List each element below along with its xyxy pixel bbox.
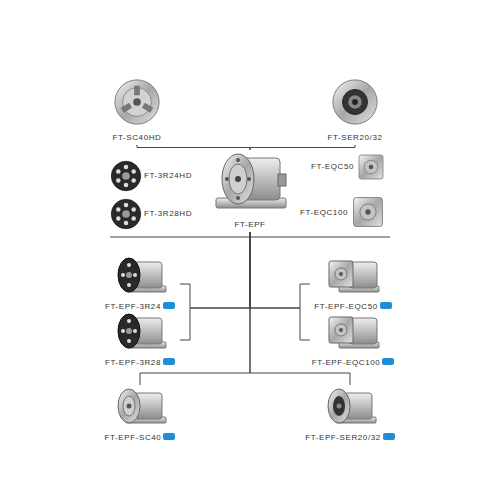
product-code: FT-EQC100 [300, 208, 348, 218]
product-code: FT-EPF-SER20/32 [305, 433, 381, 443]
product-code: FT-3R28HD [144, 209, 192, 219]
combination-box: FT-EPF-SC40 [95, 385, 185, 445]
new-badge [163, 433, 175, 440]
accessory-box: FT-3R28HD [108, 196, 203, 232]
product-code: FT-EPF-EQC50 [314, 302, 378, 312]
product-code: FT-EPF [234, 220, 265, 230]
combo-picture [118, 389, 166, 423]
combo-picture [118, 258, 166, 292]
combo-picture [118, 314, 166, 348]
pallet-picture [111, 161, 140, 190]
holder-picture [354, 198, 383, 227]
combination-box: FT-EPF-3R24 [100, 254, 180, 314]
product-code: FT-EPF-3R24 [105, 302, 161, 312]
product-code: FT-EPF-EQC100 [312, 358, 381, 368]
product-code: FT-SC40HD [113, 133, 162, 143]
product-code: FT-3R24HD [144, 171, 192, 181]
combination-box: FT-EPF-3R28 [100, 310, 180, 370]
chuck-picture [115, 80, 159, 124]
new-badge [382, 358, 394, 365]
accessory-box: FT-3R24HD [108, 158, 203, 194]
pallet-picture [111, 199, 140, 228]
product-code: FT-EPF-3R28 [105, 358, 161, 368]
main-unit-box: FT-EPF [205, 150, 295, 232]
indexer-picture [216, 154, 286, 208]
accessory-box: FT-EQC50 [298, 150, 388, 184]
tree-connector [250, 232, 310, 308]
tree-connector [250, 232, 310, 340]
combination-box: FT-EPF-SER20/32 [300, 385, 400, 445]
combo-picture [328, 389, 376, 423]
tree-connector [137, 145, 250, 150]
product-code: FT-EPF-SC40 [105, 433, 162, 443]
product-code: FT-SER20/32 [327, 133, 382, 143]
tree-connector [180, 232, 250, 340]
combination-box: FT-EPF-EQC50 [310, 254, 396, 314]
new-badge [380, 302, 392, 309]
accessory-box: FT-SC40HD [97, 76, 177, 145]
new-badge [163, 302, 175, 309]
holder-picture [359, 155, 383, 179]
combo-picture [329, 317, 379, 348]
tree-connector [180, 232, 250, 308]
collet-picture [333, 80, 377, 124]
combination-box: FT-EPF-EQC100 [310, 310, 396, 370]
accessory-box: FT-SER20/32 [315, 76, 395, 145]
new-badge [163, 358, 175, 365]
product-code: FT-EQC50 [311, 162, 354, 172]
new-badge [383, 433, 395, 440]
combo-picture [329, 261, 379, 292]
tree-connector [250, 145, 355, 150]
accessory-box: FT-EQC100 [298, 194, 388, 232]
